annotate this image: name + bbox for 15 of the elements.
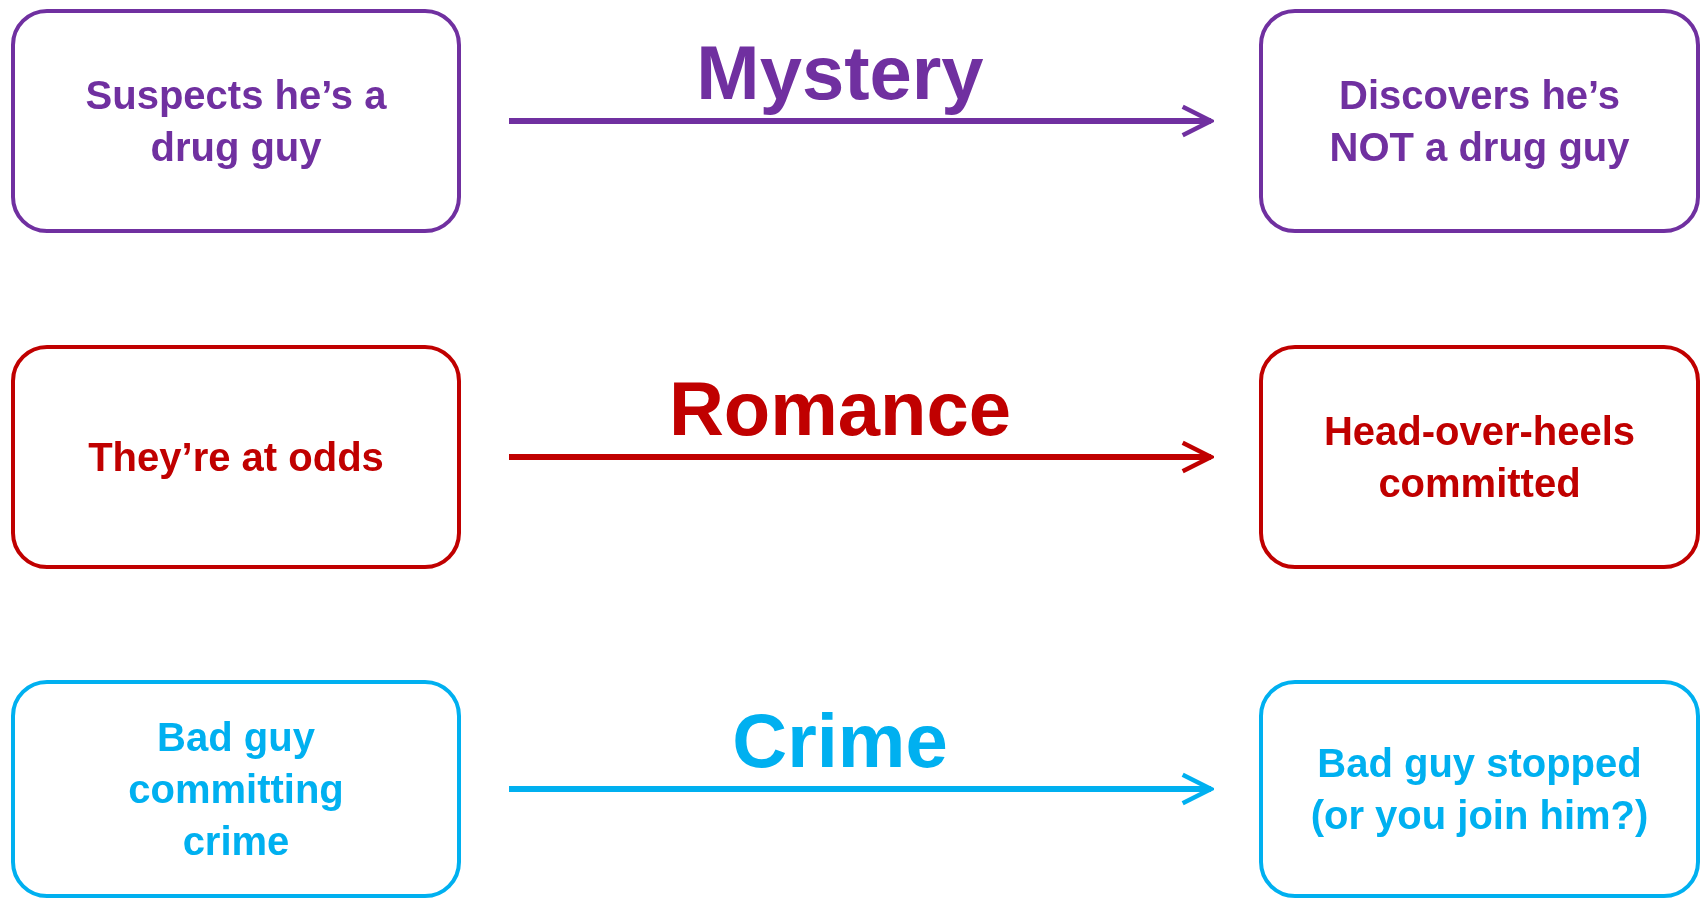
box-text: They’re at odds bbox=[88, 434, 384, 481]
box-text: Bad guy stopped (or you join him?) bbox=[1309, 740, 1650, 839]
box-text: Bad guy committing crime bbox=[127, 714, 345, 865]
process-box bbox=[1259, 680, 1700, 898]
process-box bbox=[11, 345, 461, 569]
process-box bbox=[1259, 9, 1700, 233]
arrow bbox=[509, 440, 1214, 474]
process-box bbox=[11, 680, 461, 898]
arrow bbox=[509, 104, 1214, 138]
box-text: Head-over-heels committed bbox=[1322, 408, 1637, 507]
process-box bbox=[1259, 345, 1700, 569]
process-box bbox=[11, 9, 461, 233]
box-text: Suspects he’s a drug guy bbox=[84, 72, 388, 171]
box-text: Discovers he’s NOT a drug guy bbox=[1328, 72, 1631, 171]
arrow bbox=[509, 772, 1214, 806]
